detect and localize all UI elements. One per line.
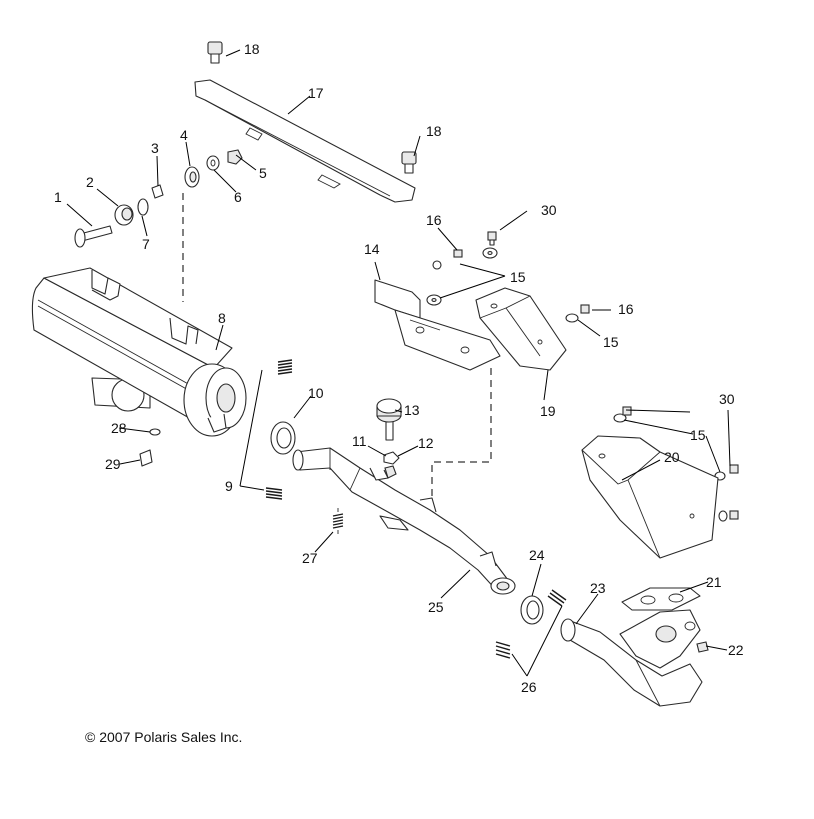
callout-30-a: 30 bbox=[541, 202, 557, 218]
callout-3: 3 bbox=[151, 140, 159, 156]
nut-11 bbox=[384, 465, 397, 479]
callout-11: 11 bbox=[352, 433, 367, 449]
callout-26: 26 bbox=[521, 679, 537, 695]
callout-12: 12 bbox=[418, 435, 434, 451]
callout-13: 13 bbox=[404, 402, 420, 418]
callout-9: 9 bbox=[225, 478, 233, 494]
callout-16-b: 16 bbox=[618, 301, 634, 317]
callout-10: 10 bbox=[308, 385, 324, 401]
spring-9-bottom bbox=[265, 487, 283, 500]
mount-13 bbox=[376, 398, 402, 441]
spring-27 bbox=[332, 508, 344, 534]
nut-12 bbox=[383, 451, 400, 465]
callout-17: 17 bbox=[308, 85, 324, 101]
spring-26-top bbox=[547, 589, 567, 607]
copyright-notice: © 2007 Polaris Sales Inc. bbox=[85, 729, 242, 745]
spring-26-bottom bbox=[495, 641, 511, 659]
grommet-4 bbox=[184, 166, 200, 188]
gasket-21 bbox=[621, 587, 701, 611]
heat-shield-19 bbox=[475, 287, 567, 371]
bolt-18-top bbox=[207, 41, 223, 64]
bracket-14 bbox=[374, 279, 501, 371]
callout-6: 6 bbox=[234, 189, 242, 205]
callout-30-b: 30 bbox=[719, 391, 735, 407]
dashed-guide-shield bbox=[431, 368, 492, 498]
clip-28 bbox=[149, 428, 161, 436]
heat-shield-bracket-17 bbox=[194, 79, 416, 203]
muffler-8 bbox=[31, 267, 247, 437]
head-pipe-25 bbox=[292, 447, 516, 595]
carriage-bolt-1 bbox=[74, 225, 113, 248]
callout-14: 14 bbox=[364, 241, 380, 257]
callout-labels: 1 2 3 4 5 6 7 8 9 10 11 12 13 14 15 15 1… bbox=[54, 41, 744, 695]
callout-4: 4 bbox=[180, 127, 188, 143]
callout-24: 24 bbox=[529, 547, 545, 563]
callout-25: 25 bbox=[428, 599, 444, 615]
callout-22: 22 bbox=[728, 642, 744, 658]
callout-18-a: 18 bbox=[244, 41, 260, 57]
callout-1: 1 bbox=[54, 189, 62, 205]
callout-2: 2 bbox=[86, 174, 94, 190]
clip-7 bbox=[137, 198, 149, 216]
gasket-10 bbox=[270, 421, 296, 455]
bolt-18-right bbox=[401, 151, 417, 174]
bolt-29 bbox=[139, 449, 153, 467]
callout-15-b: 15 bbox=[603, 334, 619, 350]
leader-lines bbox=[66, 49, 731, 677]
callout-19: 19 bbox=[540, 403, 556, 419]
callout-29: 29 bbox=[105, 456, 121, 472]
callout-8: 8 bbox=[218, 310, 226, 326]
callout-18-b: 18 bbox=[426, 123, 442, 139]
callout-15-a: 15 bbox=[510, 269, 526, 285]
callout-21: 21 bbox=[706, 574, 722, 590]
grommet-2 bbox=[114, 204, 134, 226]
spacer-3 bbox=[151, 184, 164, 199]
nut-5 bbox=[227, 149, 243, 165]
y-pipe-23 bbox=[560, 609, 703, 707]
callout-27: 27 bbox=[302, 550, 318, 566]
callout-20: 20 bbox=[664, 449, 680, 465]
spring-9-top bbox=[277, 359, 293, 375]
heat-shield-20 bbox=[581, 435, 719, 559]
callout-23: 23 bbox=[590, 580, 606, 596]
callout-16-a: 16 bbox=[426, 212, 442, 228]
gasket-24 bbox=[520, 595, 544, 625]
callout-5: 5 bbox=[259, 165, 267, 181]
callout-7: 7 bbox=[142, 236, 150, 252]
stud-22 bbox=[696, 641, 709, 653]
washer-6 bbox=[206, 155, 220, 171]
hardware-15-16-30 bbox=[426, 231, 739, 522]
callout-15-c: 15 bbox=[690, 427, 706, 443]
callout-28: 28 bbox=[111, 420, 127, 436]
